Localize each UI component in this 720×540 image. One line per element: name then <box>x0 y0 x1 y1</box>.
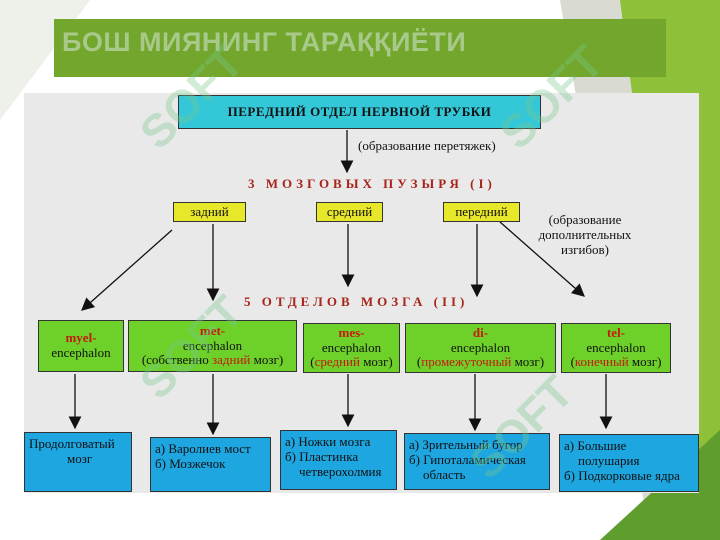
diagram-panel <box>24 93 699 493</box>
neural-tube-box: ПЕРЕДНИЙ ОТДЕЛ НЕРВНОЙ ТРУБКИ <box>178 95 541 129</box>
section-metencephalon: met- encephalon (собственно задний мозг) <box>128 320 297 372</box>
bends-note: (образование дополнительных изгибов) <box>538 212 632 257</box>
title-bar: БОШ МИЯНИНГ ТАРАҚҚИЁТИ <box>54 19 666 77</box>
arrow-front-to-tel <box>499 221 585 297</box>
vesicles-heading: 3 МОЗГОВЫХ ПУЗЫРЯ (I) <box>248 176 496 191</box>
section-diencephalon: di- encephalon (промежуточный мозг) <box>405 323 556 373</box>
vesicle-middle: средний <box>316 202 383 222</box>
vesicle-front: передний <box>443 202 520 222</box>
arrow-back-to-myel <box>81 229 173 311</box>
sections-heading: 5 ОТДЕЛОВ МОЗГА (II) <box>244 294 469 309</box>
constriction-note: (образование перетяжек) <box>358 138 496 153</box>
vesicle-back: задний <box>173 202 246 222</box>
neural-tube-label: ПЕРЕДНИЙ ОТДЕЛ НЕРВНОЙ ТРУБКИ <box>227 103 492 119</box>
slide-title: БОШ МИЯНИНГ ТАРАҚҚИЁТИ <box>62 27 467 57</box>
section-myelencephalon: myel- encephalon <box>38 320 124 372</box>
section-mesencephalon: mes- encephalon (средний мозг) <box>303 323 400 373</box>
section-telencephalon: tel- encephalon (конечный мозг) <box>561 323 671 373</box>
